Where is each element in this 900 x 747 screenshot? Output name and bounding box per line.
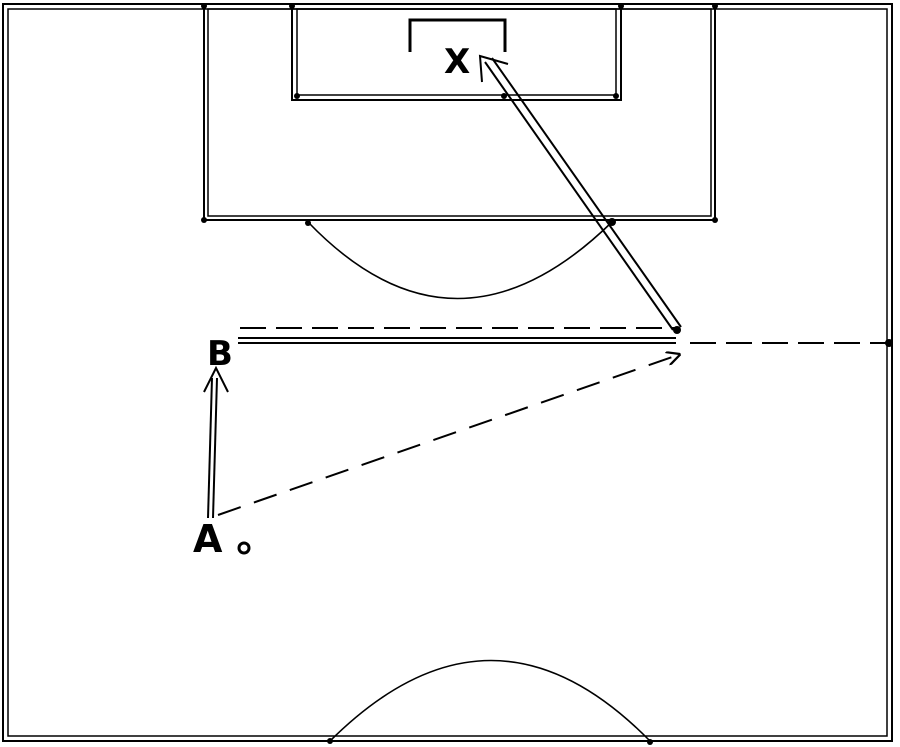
player-b-label: B <box>207 334 233 374</box>
penalty-area <box>203 3 716 221</box>
shot-to-goal <box>478 54 682 331</box>
run-b-to-wide <box>238 337 676 344</box>
penalty-arc <box>307 221 613 300</box>
goal-frame <box>408 18 507 52</box>
goalkeeper-label: X <box>444 42 470 82</box>
shot-origin-dot <box>673 326 681 334</box>
center-circle-arc <box>329 659 651 742</box>
pass-a-to-wide <box>217 355 678 516</box>
pitch-boundary <box>2 3 893 742</box>
ball-icon <box>237 541 251 555</box>
goal-area <box>291 3 622 101</box>
run-a-to-b <box>203 365 229 519</box>
line-dots <box>201 3 893 745</box>
player-a-label: A <box>193 517 223 561</box>
